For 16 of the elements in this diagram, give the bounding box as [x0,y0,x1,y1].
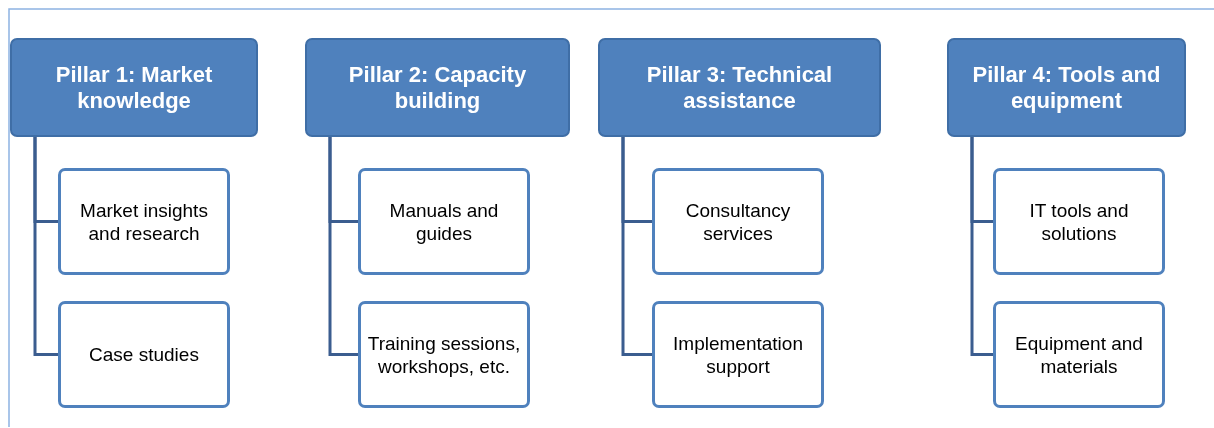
connector-line [970,137,993,356]
item-box: Manuals and guides [358,168,530,275]
item-box: Market insights and research [58,168,230,275]
connector-line [621,137,652,356]
pillar-box: Pillar 4: Tools and equipment [947,38,1186,137]
pillar-box: Pillar 2: Capacity building [305,38,570,137]
item-box: Consultancy services [652,168,824,275]
connector-line [33,137,58,356]
connector-line [328,137,358,356]
item-box: Implementation support [652,301,824,408]
item-box: Equipment and materials [993,301,1165,408]
pillar-box: Pillar 3: Technical assistance [598,38,881,137]
item-box: IT tools and solutions [993,168,1165,275]
item-box: Case studies [58,301,230,408]
pillar-box: Pillar 1: Market knowledge [10,38,258,137]
item-box: Training sessions, workshops, etc. [358,301,530,408]
